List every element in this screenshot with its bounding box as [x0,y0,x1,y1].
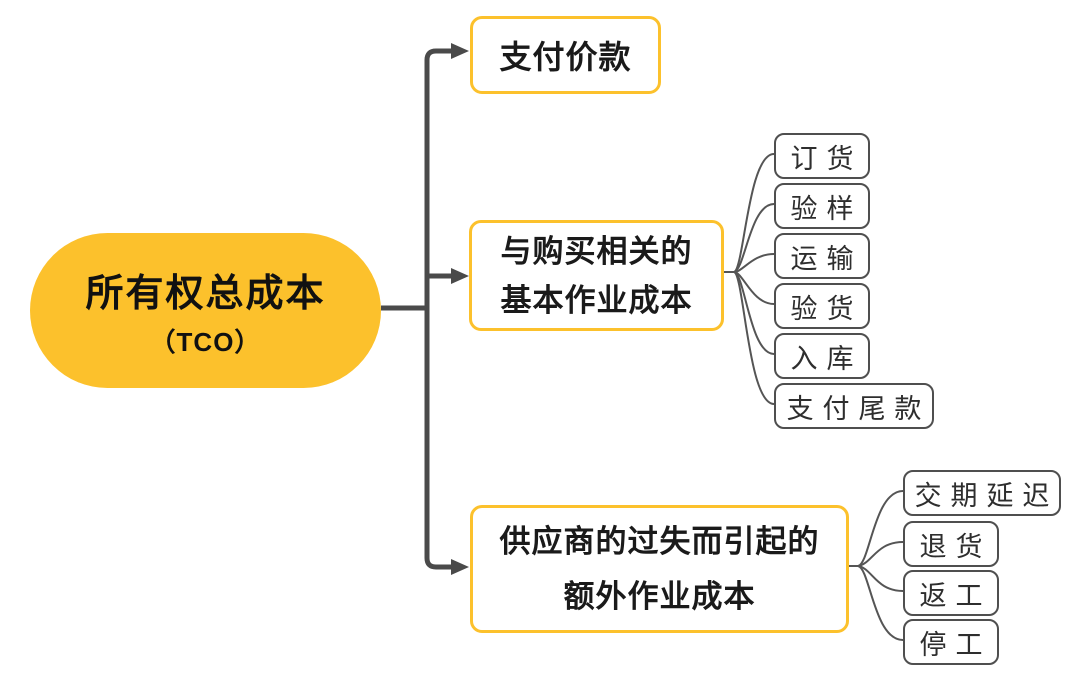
arrowhead-middle-icon [451,268,469,284]
root-label: 所有权总成本 [85,273,326,315]
fan-line-ordering [733,153,775,273]
branch-node-payment-price: 支付价款 [470,16,661,94]
child-label: 停工 [919,629,992,661]
child-node-delivery-delay: 交期延迟 [903,470,1061,516]
child-label: 交期延迟 [914,480,1059,512]
child-node-sample-inspection: 验样 [774,183,870,229]
child-node-rework: 返工 [903,570,999,616]
fan-line-returns [857,541,904,567]
fan-line-sample-inspection [733,203,775,273]
trunk-vertical-connector [424,48,452,570]
child-label: 验货 [790,293,863,325]
fan-line-rework [857,565,904,592]
arrowhead-bottom-icon [451,559,469,575]
child-label: 订货 [790,143,863,175]
child-node-ordering: 订货 [774,133,870,179]
fan-line-transportation [733,253,775,273]
child-label: 入库 [790,343,863,375]
root-node-tco: 所有权总成本 （TCO） [30,233,381,388]
child-label: 返工 [919,580,992,612]
child-node-final-payment: 支付尾款 [774,383,934,429]
child-node-returns: 退货 [903,521,999,567]
branch-node-extra-operation-costs: 供应商的过失而引起的 额外作业成本 [470,505,849,633]
child-label: 支付尾款 [786,393,931,425]
child-node-goods-inspection: 验货 [774,283,870,329]
child-label: 退货 [919,531,992,563]
fan-line-delivery-delay [857,490,904,567]
root-sublabel: （TCO） [149,327,262,357]
child-label: 验样 [790,193,863,225]
fan-line-work-stoppage [857,565,904,641]
arrowhead-top-icon [451,43,469,59]
branch-node-basic-operation-costs: 与购买相关的 基本作业成本 [469,220,724,331]
child-node-transportation: 运输 [774,233,870,279]
fan-line-final-payment [733,271,775,405]
child-node-work-stoppage: 停工 [903,619,999,665]
child-node-warehousing: 入库 [774,333,870,379]
child-label: 运输 [790,243,863,275]
